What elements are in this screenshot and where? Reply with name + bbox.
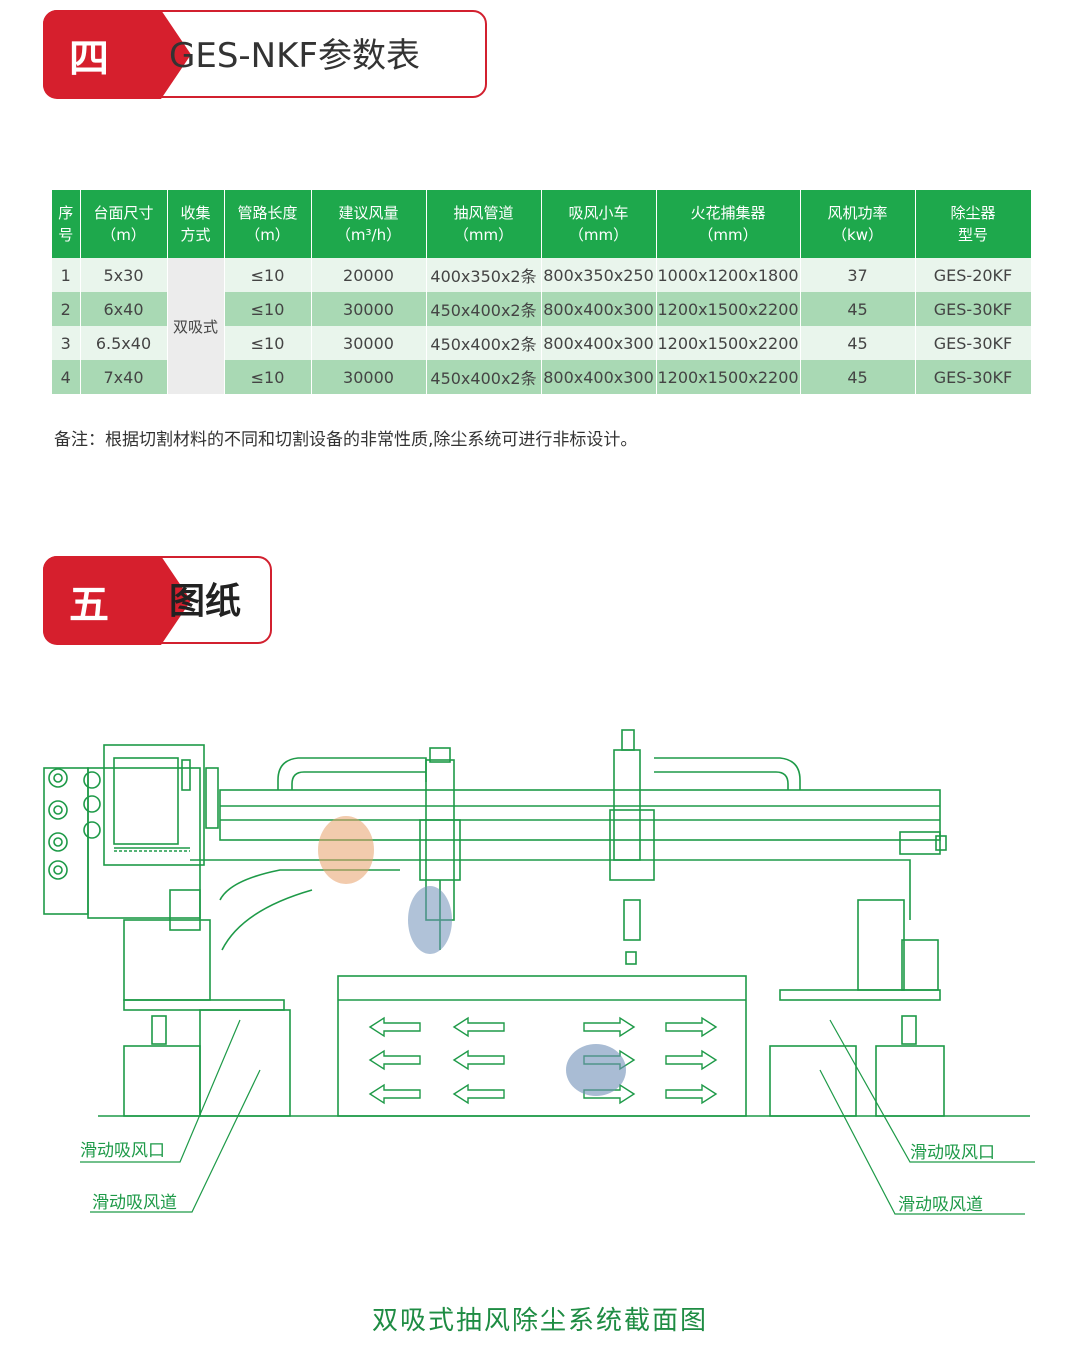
label-left-inlet: 滑动吸风口 — [80, 1141, 165, 1161]
table-cell-no: 1 — [52, 258, 81, 292]
table-cell-cart: 800x400x300 — [541, 360, 657, 394]
table-cell-model: GES-30KF — [915, 292, 1032, 326]
header-text: （kw） — [832, 226, 883, 244]
header-text: 风机功率 — [827, 204, 888, 222]
airflow-arrows — [368, 1016, 718, 1105]
header-text: 型号 — [957, 226, 988, 244]
section-number-badge: 五 — [43, 556, 191, 645]
table-cell-power: 45 — [800, 360, 916, 394]
header-text: 收集 — [180, 204, 211, 222]
table-cell-pipe-len: ≤10 — [224, 360, 312, 394]
header-text: 台面尺寸 — [93, 204, 154, 222]
section-header-drawing: 五 图纸 — [43, 556, 273, 645]
table-header-cell: 收集方式 — [167, 190, 225, 258]
collection-method-cell: 双吸式 — [167, 258, 225, 394]
label-left-duct: 滑动吸风道 — [92, 1193, 177, 1213]
table-cell-cart: 800x400x300 — [541, 326, 657, 360]
table-cell-model: GES-30KF — [915, 326, 1032, 360]
header-text: 吸风小车 — [568, 204, 629, 222]
header-text: 号 — [58, 226, 74, 244]
header-text: （mm） — [698, 226, 758, 244]
left-column — [123, 889, 291, 1117]
table-cell-spark: 1200x1500x2200 — [656, 326, 801, 360]
header-text: 序 — [58, 204, 74, 222]
table-cell-cart: 800x350x250 — [541, 258, 657, 292]
section-number-badge: 四 — [43, 10, 191, 99]
section-header-params: 四 GES-NKF参数表 — [43, 10, 488, 99]
table-cell-size: 6x40 — [80, 292, 168, 326]
leader-lines — [80, 1019, 1035, 1215]
cutting-torch-right — [609, 729, 655, 965]
table-cell-model: GES-20KF — [915, 258, 1032, 292]
table-cell-size: 7x40 — [80, 360, 168, 394]
spark-illustration — [318, 816, 626, 1096]
table-cell-power: 45 — [800, 326, 916, 360]
header-text: 除尘器 — [950, 204, 996, 222]
header-text: （mm） — [568, 226, 629, 244]
header-text: （mm） — [453, 226, 514, 244]
table-header-cell: 吸风小车 （mm） — [541, 190, 657, 258]
table-note: 备注：根据切割材料的不同和切割设备的非常性质,除尘系统可进行非标设计。 — [54, 430, 638, 450]
table-header-cell: 建议风量 （m³/h） — [311, 190, 427, 258]
section-title: 图纸 — [169, 581, 242, 622]
table-cell-spark: 1200x1500x2200 — [656, 360, 801, 394]
table-header-cell: 抽风管道 （mm） — [426, 190, 542, 258]
table-header-row: 序号台面尺寸（m）收集方式管路长度（m）建议风量（m³/h）抽风管道（mm）吸风… — [52, 190, 1032, 258]
table-cell-power: 45 — [800, 292, 916, 326]
header-text: 抽风管道 — [453, 204, 514, 222]
table-cell-duct: 400x350x2条 — [426, 258, 542, 292]
header-text: 方式 — [180, 226, 211, 244]
table-header-cell: 序号 — [52, 190, 81, 258]
table-header-cell: 风机功率 （kw） — [800, 190, 916, 258]
right-column — [769, 899, 945, 1117]
table-cell-duct: 450x400x2条 — [426, 360, 542, 394]
table-cell-airflow: 20000 — [311, 258, 427, 292]
table-cell-spark: 1000x1200x1800 — [656, 258, 801, 292]
drawing-caption: 双吸式抽风除尘系统截面图 — [371, 1306, 708, 1336]
header-text: （m³/h） — [335, 226, 402, 244]
table-cell-no: 4 — [52, 360, 81, 394]
table-cell-cart: 800x400x300 — [541, 292, 657, 326]
cable-chain-right — [654, 757, 801, 790]
table-cell-size: 6.5x40 — [80, 326, 168, 360]
section-title: GES-NKF参数表 — [169, 35, 420, 76]
gantry-beam — [190, 789, 947, 951]
control-cabinet — [43, 744, 219, 919]
table-cell-no: 2 — [52, 292, 81, 326]
table-cell-model: GES-30KF — [915, 360, 1032, 394]
cable-chain-left — [277, 757, 427, 790]
table-cell-size: 5x30 — [80, 258, 168, 292]
parameter-table: 序号台面尺寸（m）收集方式管路长度（m）建议风量（m³/h）抽风管道（mm）吸风… — [52, 190, 1032, 394]
label-right-inlet: 滑动吸风口 — [910, 1143, 995, 1163]
table-header-cell: 管路长度 （m） — [224, 190, 312, 258]
table-header-cell: 除尘器型号 — [915, 190, 1032, 258]
table-cell-power: 37 — [800, 258, 916, 292]
table-cell-airflow: 30000 — [311, 360, 427, 394]
header-text: 火花捕集器 — [690, 204, 766, 222]
table-cell-pipe-len: ≤10 — [224, 292, 312, 326]
table-cell-duct: 450x400x2条 — [426, 292, 542, 326]
table-cell-no: 3 — [52, 326, 81, 360]
table-header-cell: 火花捕集器 （mm） — [656, 190, 801, 258]
table-cell-duct: 450x400x2条 — [426, 326, 542, 360]
header-text: （m） — [101, 226, 146, 244]
table-cell-spark: 1200x1500x2200 — [656, 292, 801, 326]
table-cell-airflow: 30000 — [311, 292, 427, 326]
header-text: 建议风量 — [338, 204, 399, 222]
cross-section-drawing: 滑动吸风口 滑动吸风道 滑动吸风口 滑动吸风道 — [43, 729, 1035, 1215]
table-cell-pipe-len: ≤10 — [224, 258, 312, 292]
table-cell-airflow: 30000 — [311, 326, 427, 360]
label-right-duct: 滑动吸风道 — [898, 1195, 983, 1215]
table-header-cell: 台面尺寸 （m） — [80, 190, 168, 258]
table-cell-pipe-len: ≤10 — [224, 326, 312, 360]
work-table — [337, 975, 747, 1117]
header-text: 管路长度 — [237, 204, 298, 222]
header-text: （m） — [245, 226, 290, 244]
